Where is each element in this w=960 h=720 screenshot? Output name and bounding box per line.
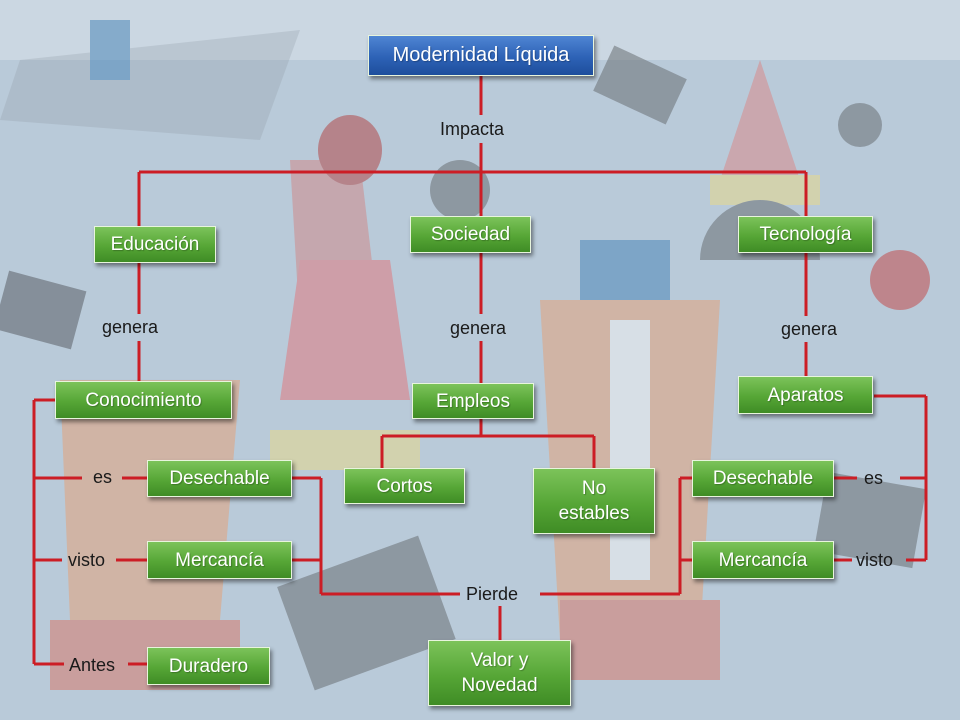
- node-sociedad: Sociedad: [410, 216, 531, 253]
- label-es-right: es: [864, 468, 884, 488]
- label-genera-right: genera: [781, 319, 838, 339]
- node-mercancia-right: Mercancía: [692, 541, 834, 579]
- label-visto-left: visto: [68, 550, 106, 570]
- label-impacta: Impacta: [440, 119, 505, 139]
- node-educacion: Educación: [94, 226, 216, 263]
- node-conocimiento: Conocimiento: [55, 381, 232, 419]
- node-mercancia-left: Mercancía: [147, 541, 292, 579]
- node-aparatos: Aparatos: [738, 376, 873, 414]
- node-empleos: Empleos: [412, 383, 534, 419]
- label-pierde: Pierde: [466, 584, 519, 604]
- label-genera-center: genera: [450, 318, 507, 338]
- node-valor-novedad: Valor y Novedad: [428, 640, 571, 706]
- label-visto-right: visto: [856, 550, 894, 570]
- node-cortos: Cortos: [344, 468, 465, 504]
- node-desechable-right: Desechable: [692, 460, 834, 497]
- label-genera-left: genera: [102, 317, 159, 337]
- label-antes: Antes: [69, 655, 116, 675]
- node-duradero: Duradero: [147, 647, 270, 685]
- node-no-estables: No estables: [533, 468, 655, 534]
- node-desechable-left: Desechable: [147, 460, 292, 497]
- node-modernidad-liquida: Modernidad Líquida: [368, 35, 594, 76]
- label-es-left: es: [93, 467, 113, 487]
- node-tecnologia: Tecnología: [738, 216, 873, 253]
